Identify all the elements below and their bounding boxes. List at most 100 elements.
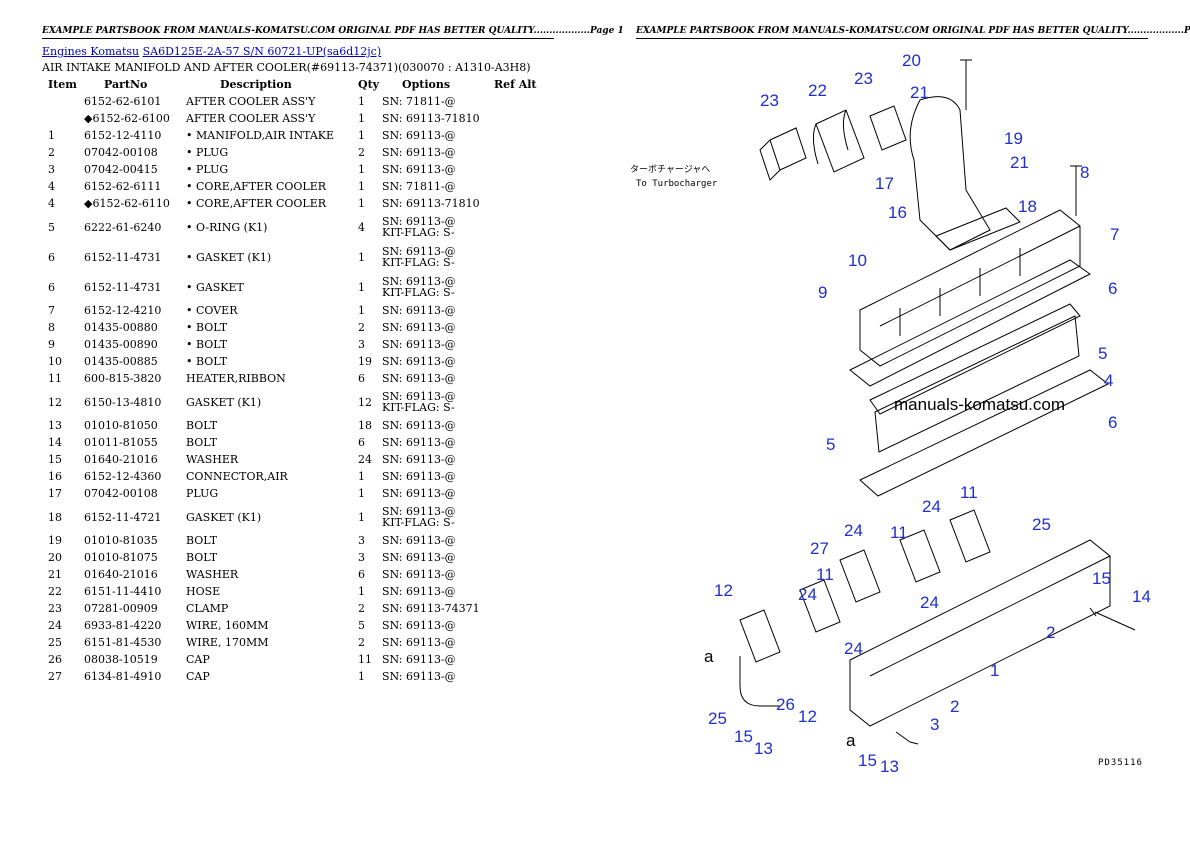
cell-item: 18 [48,510,62,524]
option-line: SN: 69113-@ [382,487,456,500]
cell-options: SN: 69113-@ [382,468,494,485]
kit-flag-line: KIT-FLAG: S- [382,516,455,529]
cell-qty: 1 [358,670,365,683]
cell-partno: 600-815-3820 [84,372,162,385]
cell-description: • GASKET [186,280,244,294]
page-header-right: EXAMPLE PARTSBOOK FROM MANUALS-KOMATSU.C… [636,26,1190,39]
callout-number: 2 [950,697,959,716]
bolt-14-drawing [1089,607,1136,631]
cover-drawing [859,209,1081,367]
cell-item: 1 [48,129,55,142]
cell-options: SN: 69113-@ [382,651,494,668]
callout-number: 10 [848,251,867,270]
callout-number: 19 [1004,129,1023,148]
cell-qty: 3 [358,338,365,351]
cell-qty: 1 [358,280,365,294]
option-line: SN: 69113-@ [382,355,456,368]
cell-item: 3 [48,163,55,176]
cell-qty: 12 [358,395,372,409]
heater-plate-4 [899,529,941,583]
cell-item: 14 [48,436,62,449]
bolt-20-drawing [960,59,972,110]
cell-partno: 6152-12-4210 [84,304,162,317]
cell-item: 12 [48,395,62,409]
cell-options: SN: 69113-@KIT-FLAG: S- [382,502,494,532]
callout-number: 24 [922,497,941,516]
heater-plate-5 [949,509,991,563]
callout-number: 27 [810,539,829,558]
option-line: SN: 69113-@ [382,275,456,288]
cell-qty: 6 [358,568,365,581]
cell-qty: 19 [358,355,372,368]
cell-ref-alt [494,195,544,212]
breadcrumb: Engines Komatsu SA6D125E-2A-57 S/N 60721… [42,45,381,58]
breadcrumb-link-model[interactable]: SA6D125E-2A-57 S/N 60721-UP(sa6d12jc) [142,45,382,58]
column-header-options: Options [402,78,451,91]
cell-partno: 07281-00909 [84,602,158,615]
bolt-13-drawing [895,731,919,745]
cell-ref-alt [494,110,544,127]
cell-ref-alt [494,242,544,272]
cell-item: 7 [48,304,55,317]
cell-qty: 1 [358,95,365,108]
cell-description: • CORE,AFTER COOLER [186,197,327,210]
cell-options: SN: 69113-@ [382,319,494,336]
callout-number: 15 [858,751,877,770]
cell-qty: 18 [358,419,372,432]
callout-number: 1 [990,661,999,680]
option-line: SN: 69113-@ [382,245,456,258]
cell-item: 26 [48,653,62,666]
cell-qty: 1 [358,304,365,317]
callout-number: 20 [902,51,921,70]
cell-item: 20 [48,551,62,564]
cell-options: SN: 69113-@ [382,417,494,434]
callout-number: 15 [1092,569,1111,588]
cell-item [42,110,84,127]
cell-options: SN: 69113-@KIT-FLAG: S- [382,212,494,242]
clamp-right-drawing [869,105,907,151]
option-line: SN: 69113-@ [382,129,456,142]
heater-plate-3 [839,549,881,603]
cell-partno: 07042-00108 [84,487,158,500]
callout-number: 2 [1046,623,1055,642]
cell-description: BOLT [186,551,218,564]
cell-description: AFTER COOLER ASS'Y [186,95,316,108]
callout-number: 24 [920,593,939,612]
cell-partno: 6933-81-4220 [84,619,162,632]
callout-number: 13 [880,757,899,776]
breadcrumb-link-engines[interactable]: Engines Komatsu [42,45,140,58]
heater-plate-1 [739,609,781,663]
option-line: SN: 69113-@ [382,585,456,598]
column-header-item: Item [48,78,77,91]
cell-ref-alt [494,212,544,242]
watermark-text: manuals-komatsu.com [894,395,1065,414]
cell-item: 16 [48,470,62,483]
cell-description: CLAMP [186,602,229,615]
cell-ref-alt [494,336,544,353]
cell-qty: 6 [358,436,365,449]
cell-qty: 2 [358,636,365,649]
cell-ref-alt [494,634,544,651]
gasket-18-drawing [935,207,1021,251]
option-line: SN: 69113-74371 [382,602,480,615]
cell-partno: 08038-10519 [84,653,158,666]
cell-ref-alt [494,651,544,668]
callout-number: 5 [826,435,835,454]
cell-description: WIRE, 170MM [186,636,269,649]
callout-number: 15 [734,727,753,746]
option-line: SN: 69113-@ [382,505,456,518]
option-line: SN: 69113-@ [382,304,456,317]
callout-number: 16 [888,203,907,222]
cell-description: HOSE [186,585,221,598]
hose-drawing [812,109,865,173]
cell-item: 2 [48,146,55,159]
cell-ref-alt [494,583,544,600]
cell-description: • BOLT [186,355,228,368]
cell-options: SN: 69113-@ [382,336,494,353]
